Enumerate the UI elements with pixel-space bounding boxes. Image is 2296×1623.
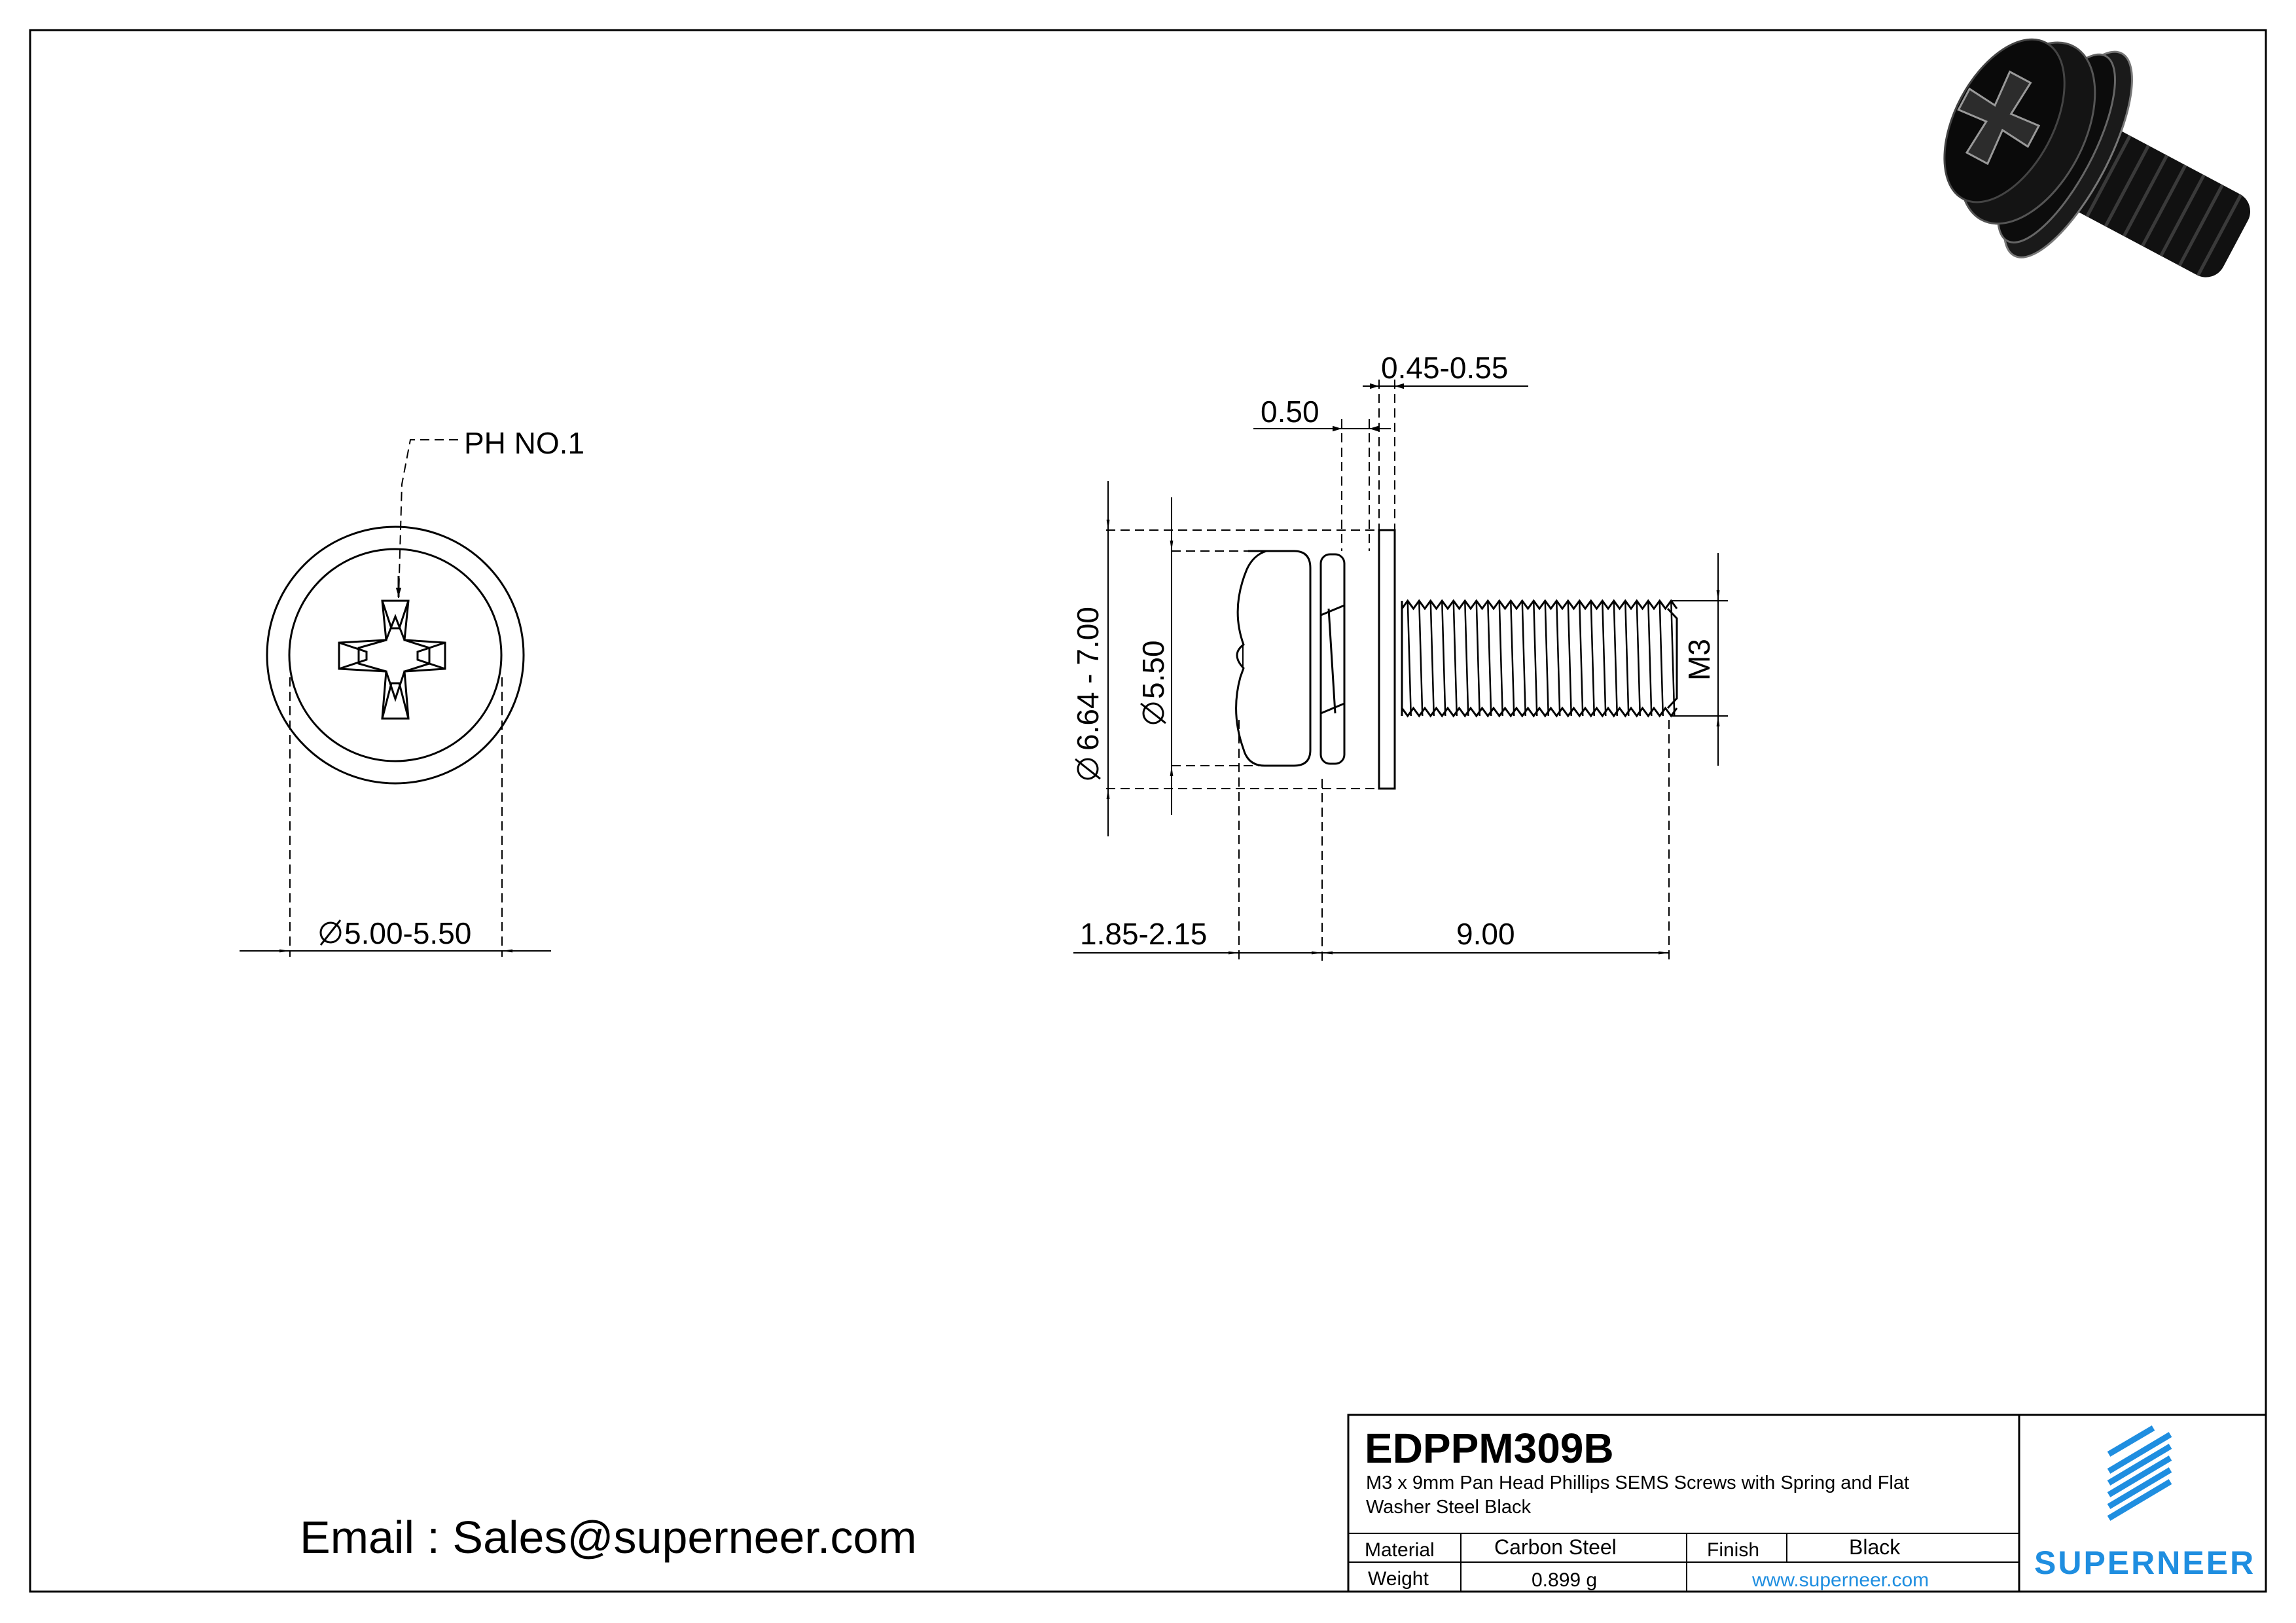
thread-crest	[1590, 600, 1595, 717]
material-label: Material	[1365, 1539, 1435, 1561]
weight-label: Weight	[1368, 1568, 1429, 1590]
thread-crest	[1579, 600, 1584, 717]
screw-length: 9.00	[1456, 917, 1515, 951]
title-block: EDPPM309B M3 x 9mm Pan Head Phillips SEM…	[1347, 1414, 2267, 1593]
threaded-shank	[1401, 599, 1678, 718]
finish-label: Finish	[1707, 1539, 1759, 1561]
drive-callout: PH NO.1	[464, 426, 584, 460]
thread-crest	[1636, 600, 1641, 717]
phillips-recess	[338, 599, 446, 720]
thread-crest	[1521, 600, 1526, 717]
thread-crest	[1544, 600, 1549, 717]
diameter-symbol	[1140, 702, 1166, 724]
thread-crest	[1441, 600, 1446, 717]
screw-head	[1235, 550, 1312, 767]
diameter-symbol	[319, 919, 342, 946]
thread-crest	[1498, 600, 1503, 717]
thread-crest	[1556, 600, 1561, 717]
thread-crest	[1647, 600, 1653, 717]
brand-name: SUPERNEER	[2034, 1544, 2255, 1581]
thread-crest	[1487, 600, 1492, 717]
finish-value: Black	[1849, 1535, 1901, 1559]
thread-crest	[1533, 600, 1538, 717]
leader-line	[398, 439, 458, 599]
diameter-symbol	[1075, 758, 1101, 780]
thread-crest	[1567, 600, 1572, 717]
head-dia: 5.50	[1136, 640, 1170, 699]
sheet-border	[29, 29, 2267, 1593]
description-line-2: Washer Steel Black	[1366, 1497, 1531, 1518]
thread-crest	[1475, 600, 1480, 717]
front-view: PH NO.1 5.00-5.50	[240, 426, 584, 957]
thread-crest	[1670, 600, 1676, 717]
spring-washer	[1319, 553, 1346, 765]
thread-crest	[1602, 600, 1607, 717]
head-inner-circle	[288, 548, 503, 762]
head-height: 1.85-2.15	[1080, 917, 1207, 951]
contact-email: Email : Sales@superneer.com	[300, 1512, 917, 1563]
description-line-1: M3 x 9mm Pan Head Phillips SEMS Screws w…	[1366, 1472, 1909, 1493]
weight-value: 0.899 g	[1532, 1569, 1597, 1591]
thread-crest	[1429, 600, 1435, 717]
outer-diameter: 6.64 - 7.00	[1071, 607, 1105, 751]
thread-crest	[1452, 600, 1458, 717]
spring-thickness: 0.50	[1261, 395, 1319, 429]
thread-crest	[1510, 600, 1515, 717]
head-diameter-value: 5.00-5.50	[344, 916, 471, 950]
thread-crest	[1624, 600, 1630, 717]
washer-thickness: 0.45-0.55	[1381, 351, 1508, 385]
thread-crest	[1407, 600, 1412, 717]
head-outer-circle	[266, 526, 525, 785]
flat-washer	[1378, 529, 1396, 790]
part-number: EDPPM309B	[1365, 1425, 1614, 1472]
thread-crest	[1659, 600, 1664, 717]
thread-crest	[1613, 600, 1618, 717]
superneer-logo-icon	[2107, 1425, 2172, 1521]
thread-crest	[1418, 600, 1424, 717]
screw-3d-render	[1943, 38, 2251, 277]
side-view: 0.50 0.45-0.55 6.64 - 7.00 5.50	[1071, 351, 1728, 962]
thread-crest	[1464, 600, 1469, 717]
website-link[interactable]: www.superneer.com	[1751, 1569, 1929, 1591]
material-value: Carbon Steel	[1494, 1535, 1617, 1559]
thread-size: M3	[1682, 639, 1716, 681]
